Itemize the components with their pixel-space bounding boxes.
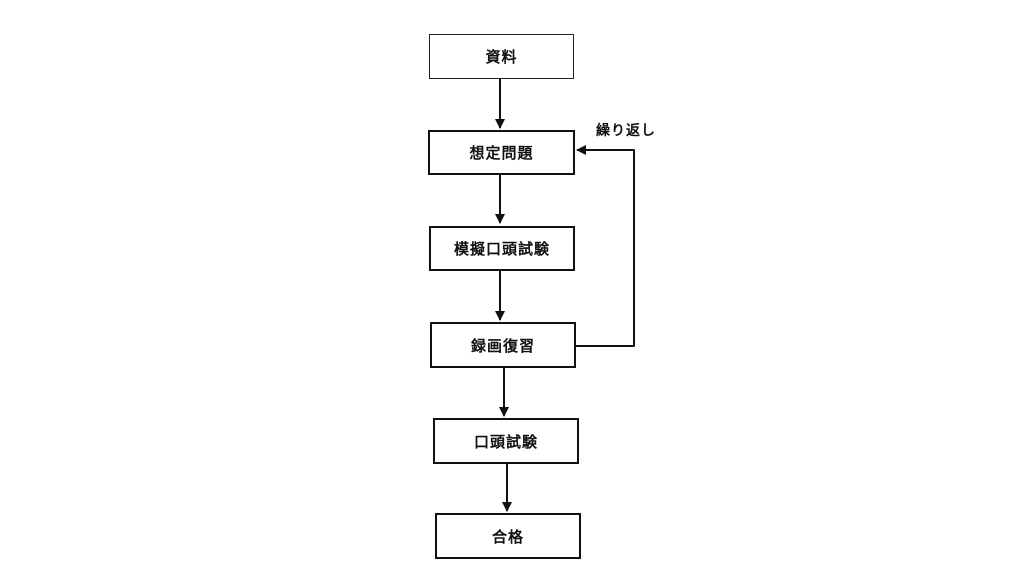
loop-back-arrow	[576, 145, 635, 347]
step-oral-exam-label: 口頭試験	[473, 432, 538, 451]
step-pass-box: 合格	[435, 513, 581, 559]
step-oral-exam-box: 口頭試験	[433, 418, 579, 464]
step-expected-questions-box: 想定問題	[428, 130, 575, 175]
repeat-label: 繰り返し	[596, 123, 656, 139]
step-pass-label: 合格	[491, 527, 524, 546]
step-video-review-box: 録画復習	[430, 322, 576, 368]
step-resources-label: 資料	[485, 48, 518, 66]
step-video-review-label: 録画復習	[470, 336, 535, 355]
step-resources-box: 資料	[429, 34, 574, 79]
step-mock-oral-exam-label: 模擬口頭試験	[453, 240, 550, 258]
step-expected-questions-label: 想定問題	[469, 144, 534, 162]
step-mock-oral-exam-box: 模擬口頭試験	[429, 226, 575, 271]
